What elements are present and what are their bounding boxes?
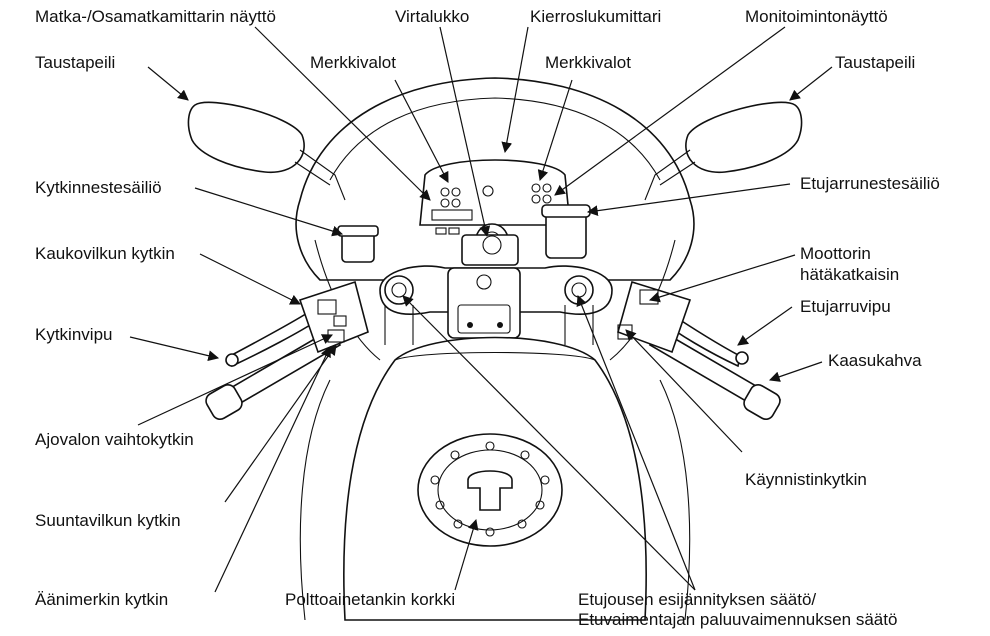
label-front-brake-lever: Etujarruvipu [800, 297, 891, 317]
label-tachometer: Kierroslukumittari [530, 7, 661, 27]
label-headlight-switch: Ajovalon vaihtokytkin [35, 430, 194, 450]
label-dimmer-switch: Kaukovilkun kytkin [35, 244, 175, 264]
leader-mirror-right [790, 67, 832, 100]
label-indicators-left: Merkkivalot [310, 53, 396, 73]
leader-clutch-lever [130, 337, 218, 358]
triple-clamp [380, 266, 612, 338]
label-engine-stop-1: Moottorin [800, 244, 871, 264]
front-brake-reservoir [542, 205, 590, 258]
label-starter-button: Käynnistinkytkin [745, 470, 867, 490]
fuel-cap [418, 434, 562, 546]
motorcycle-drawing [188, 78, 801, 620]
leader-dimmer-switch [200, 254, 300, 304]
label-indicators-right: Merkkivalot [545, 53, 631, 73]
label-engine-stop-2: hätäkatkaisin [800, 265, 899, 285]
leader-throttle [770, 362, 822, 380]
label-clutch-lever: Kytkinvipu [35, 325, 112, 345]
left-handlebar [203, 282, 368, 422]
label-suspension-2: Etuvaimentajan paluuvaimennuksen säätö [578, 610, 897, 630]
label-suspension-1: Etujousen esijännityksen säätö/ [578, 590, 816, 610]
label-multi-display: Monitoimintonäyttö [745, 7, 888, 27]
label-clutch-reservoir: Kytkinnestesäiliö [35, 178, 162, 198]
leader-front-brake-lever [738, 307, 792, 345]
clutch-reservoir [338, 226, 378, 262]
label-horn-button: Äänimerkin kytkin [35, 590, 168, 610]
label-ignition: Virtalukko [395, 7, 469, 27]
label-throttle: Kaasukahva [828, 351, 922, 371]
label-odometer-display: Matka-/Osamatkamittarin näyttö [35, 7, 276, 27]
label-front-brake-reservoir: Etujarrunestesäiliö [800, 174, 940, 194]
right-handlebar [618, 282, 783, 422]
leader-mirror-left [148, 67, 188, 100]
label-mirror-right: Taustapeili [835, 53, 915, 73]
label-fuel-cap: Polttoainetankin korkki [285, 590, 455, 610]
label-mirror-left: Taustapeili [35, 53, 115, 73]
label-turn-signal-switch: Suuntavilkun kytkin [35, 511, 181, 531]
